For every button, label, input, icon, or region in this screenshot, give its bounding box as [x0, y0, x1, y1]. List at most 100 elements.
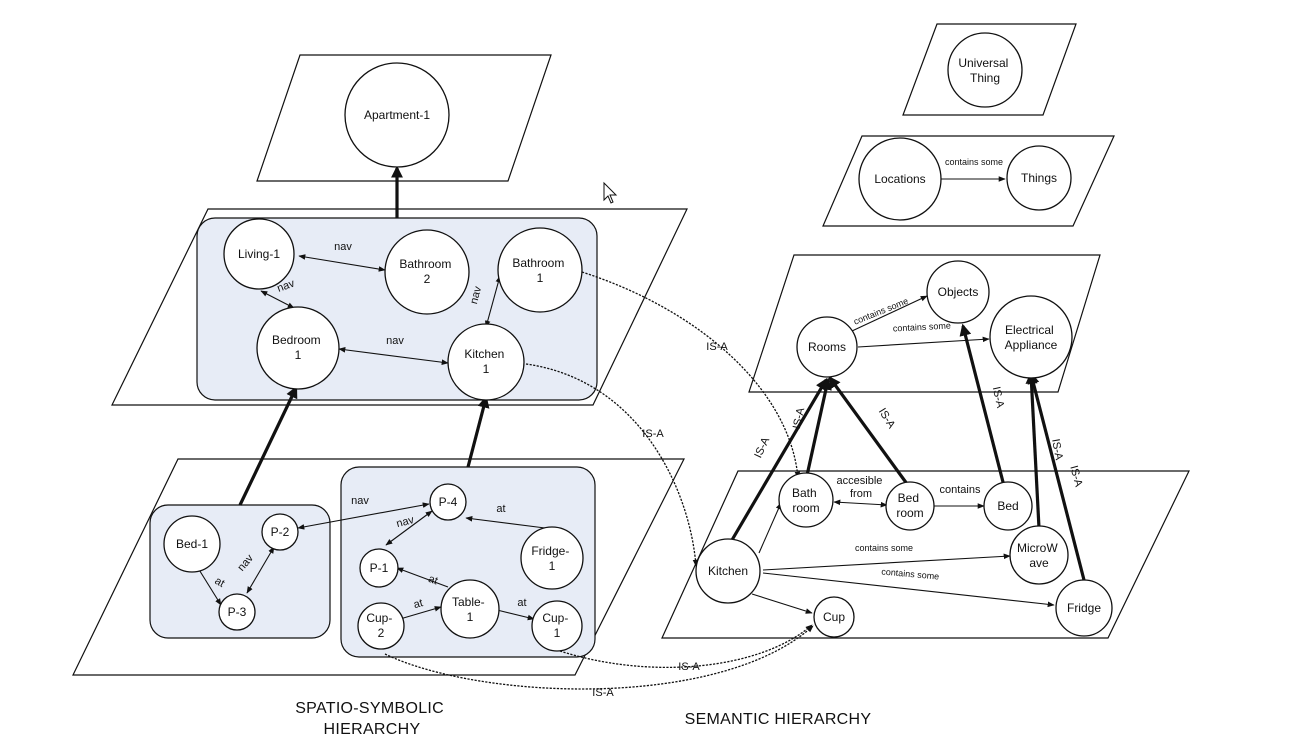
edge-nav-bath1-kitchen — [484, 275, 502, 328]
edge-isa-bath-rooms — [804, 377, 832, 481]
edge-nav-p4-p1 — [385, 510, 433, 546]
label-sem-fridge: Fridge — [1067, 601, 1101, 615]
label-accessible-from: accesible from — [837, 475, 886, 500]
label-rooms: Rooms — [808, 340, 846, 354]
node-electrical-appliance — [989, 295, 1073, 379]
label-bed-1: Bed-1 — [176, 537, 208, 551]
edge-bedgroup-to-bedroom — [238, 385, 298, 506]
node-bathroom-1 — [497, 227, 583, 313]
node-fridge-1 — [520, 526, 584, 590]
node-p-1 — [359, 548, 399, 588]
label-bedroom-1: Bedroom 1 — [272, 333, 324, 362]
node-sem-bedroom — [885, 481, 935, 531]
label-nav-p2-p4: nav — [351, 495, 369, 507]
node-cup-1 — [531, 600, 583, 652]
node-table-1 — [440, 579, 500, 639]
edge-isa-bath1-bath — [581, 271, 801, 479]
label-contains-bedroom-bed: contains — [940, 484, 981, 496]
label-cup-2: Cup- 2 — [366, 611, 395, 640]
label-sem-bathroom: Bath room — [792, 486, 820, 515]
caption-spatio-symbolic-hierarchy: SPATIO-SYMBOLIC HIERARCHY — [295, 700, 449, 738]
label-at-table-cup1: at — [517, 597, 526, 609]
edge-isa-bed-objects — [959, 323, 1006, 487]
label-objects: Objects — [938, 285, 979, 299]
label-cup-1: Cup- 1 — [542, 611, 571, 640]
edge-at-bed1-p3 — [197, 567, 222, 606]
label-isa-bedroom-rooms: IS-A — [876, 406, 898, 431]
label-contains-some-kitchen-micro: contains some — [855, 543, 913, 553]
label-bathroom-1: Bathroom 1 — [512, 256, 567, 285]
edge-at-fridge-p4 — [465, 516, 546, 529]
label-nav-living-bath2: nav — [334, 241, 352, 253]
edge-isa-cup1-cup — [559, 624, 813, 668]
edge-kitchen-bath — [758, 502, 782, 554]
label-nav-bath1-kitchen: nav — [468, 285, 484, 306]
node-locations — [858, 137, 942, 221]
node-rooms — [796, 316, 858, 378]
edge-isa-kitchen1-kitchen — [525, 363, 699, 567]
edge-at-table-cup1 — [496, 609, 535, 621]
label-living-1: Living-1 — [238, 247, 280, 261]
label-nav-bedroom-kitchen: nav — [386, 335, 404, 347]
edge-isa-fridge-electrical — [1027, 371, 1086, 581]
label-isa-bath-rooms: IS-A — [791, 406, 807, 430]
label-contains-some-rooms-electrical: contains some — [893, 320, 951, 333]
edge-nav-living-bedroom — [260, 290, 295, 309]
label-nav-p4-p1: nav — [395, 514, 416, 530]
edge-isa-kitchen-rooms — [730, 377, 828, 541]
node-bed-1 — [163, 515, 221, 573]
node-living-1 — [223, 218, 295, 290]
edge-accessible-bath-bed — [833, 499, 888, 508]
label-p-3: P-3 — [228, 605, 247, 619]
label-isa-fridge-electrical: IS-A — [1067, 464, 1084, 488]
node-p-2 — [261, 513, 299, 551]
edge-kitchengroup-to-kitchen — [466, 395, 490, 468]
node-kitchen-1 — [447, 323, 525, 401]
label-apartment-1: Apartment-1 — [364, 108, 430, 122]
label-table-1: Table- 1 — [452, 595, 488, 624]
label-p-1: P-1 — [370, 561, 389, 575]
label-isa-kitchen1: IS-A — [642, 428, 664, 440]
node-cup-2 — [357, 602, 405, 650]
node-universal-thing — [947, 32, 1023, 108]
edge-kitchen-cup — [751, 593, 813, 614]
edge-at-cup2-table — [399, 606, 442, 620]
label-universal-thing: Universal Thing — [958, 56, 1011, 85]
label-fridge-1: Fridge- 1 — [531, 544, 572, 573]
edge-kitchen-micro — [762, 553, 1011, 571]
edge-nav-p2-p4 — [297, 502, 430, 530]
label-isa-kitchen-rooms: IS-A — [752, 435, 772, 460]
node-sem-bed — [983, 481, 1033, 531]
edge-rooms-objects — [851, 295, 928, 332]
edge-nav-bedroom-kitchen — [338, 347, 449, 365]
node-bedroom-1 — [256, 306, 340, 390]
label-at-fridge-p4: at — [496, 503, 505, 515]
label-isa-bath1: IS-A — [706, 341, 728, 353]
node-things — [1006, 145, 1072, 211]
label-things: Things — [1021, 171, 1057, 185]
label-p-2: P-2 — [271, 525, 290, 539]
label-isa-cup2: IS-A — [592, 687, 614, 699]
edge-at-table-p1 — [396, 567, 449, 588]
node-sem-fridge — [1055, 579, 1113, 637]
node-sem-cup — [813, 596, 855, 638]
label-contains-some-locations: contains some — [945, 157, 1003, 167]
caption-semantic-hierarchy: SEMANTIC HIERARCHY — [685, 711, 872, 728]
label-sem-kitchen: Kitchen — [708, 564, 748, 578]
label-sem-cup: Cup — [823, 610, 845, 624]
node-sem-bathroom — [778, 472, 834, 528]
label-isa-bed-objects: IS-A — [990, 386, 1006, 410]
label-at-cup2-table: at — [412, 597, 424, 611]
label-p-4: P-4 — [439, 495, 458, 509]
label-sem-bedroom: Bed room — [896, 491, 923, 520]
label-locations: Locations — [874, 172, 925, 186]
edge-nav-living-bath2 — [298, 254, 386, 272]
label-kitchen-1: Kitchen 1 — [464, 347, 507, 376]
node-sem-kitchen — [695, 538, 761, 604]
edge-nav-p3-p2 — [246, 546, 275, 594]
node-bathroom-2 — [384, 229, 470, 315]
label-isa-cup1: IS-A — [678, 661, 700, 673]
label-isa-micro-electrical: IS-A — [1049, 438, 1065, 462]
node-p-4 — [429, 483, 467, 521]
